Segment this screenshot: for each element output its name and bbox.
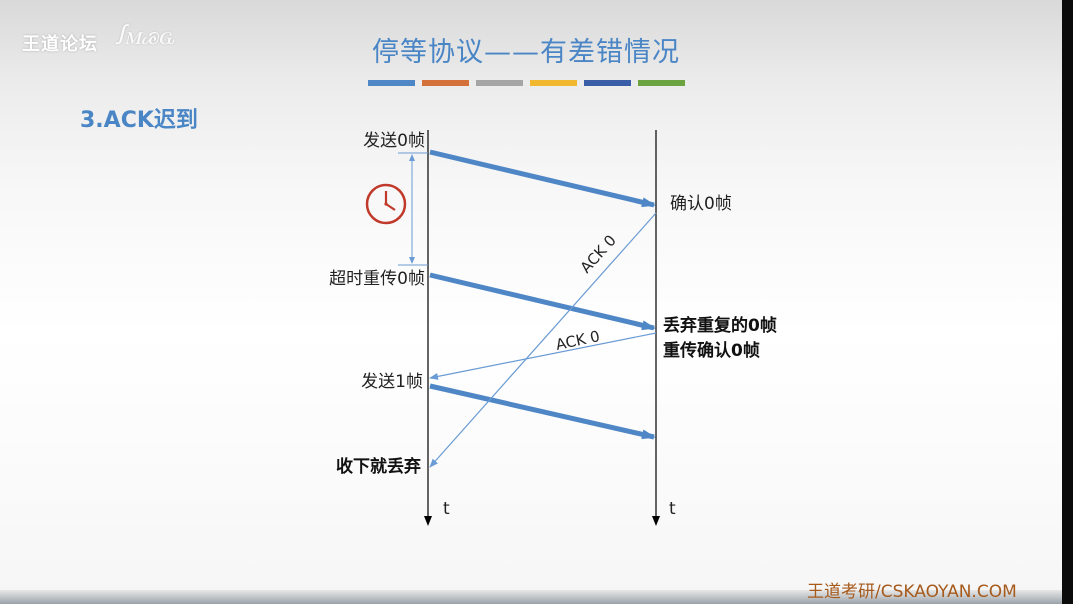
window-edge-bar: [1062, 0, 1073, 604]
receiver-time-label: t: [669, 499, 676, 519]
frame1-arrow: [429, 383, 656, 440]
footer-brand: 王道考研/CSKAOYAN.COM: [807, 582, 1017, 602]
label-retransmit-frame0: 超时重传0帧: [329, 269, 425, 289]
section-subtitle: 3.ACK迟到: [80, 108, 198, 133]
logo-script-decoration: ꭍꮇꮚꮹ: [115, 21, 175, 51]
timer-bracket-down-arrow-icon: [409, 257, 415, 264]
color-bar-segment: [422, 80, 469, 86]
bottom-decoration-strip: [0, 590, 1062, 604]
label-send-frame1: 发送1帧: [361, 372, 423, 392]
label-receive-discard: 收下就丢弃: [336, 456, 421, 477]
slide-title: 停等协议——有差错情况: [372, 37, 680, 68]
label-discard-duplicate: 丢弃重复的0帧: [663, 315, 777, 336]
ack-label-retransmit: ACK 0: [554, 327, 601, 354]
color-bar-segment: [368, 80, 415, 86]
color-bar-segment: [584, 80, 631, 86]
logo-text: 王道论坛: [22, 34, 98, 55]
color-bar-segment: [530, 80, 577, 86]
clock-icon: [365, 183, 407, 225]
ack0-late-line: [429, 212, 657, 468]
color-bar-segment: [638, 80, 685, 86]
label-send-frame0: 发送0帧: [363, 131, 425, 151]
timer-bracket-up-arrow-icon: [409, 154, 415, 161]
label-confirm-frame0: 确认0帧: [670, 194, 732, 214]
frame0-arrow: [429, 149, 656, 208]
ack-label-late: ACK 0: [577, 231, 620, 276]
ack0-retransmit-line: [429, 332, 657, 380]
receiver-timeline-arrow-icon: [652, 516, 660, 526]
color-bar-segment: [476, 80, 523, 86]
sender-time-label: t: [443, 499, 450, 519]
sender-timeline-arrow-icon: [424, 516, 432, 526]
label-reconfirm-frame0: 重传确认0帧: [663, 340, 760, 361]
retransmit-frame0-arrow: [429, 272, 656, 331]
